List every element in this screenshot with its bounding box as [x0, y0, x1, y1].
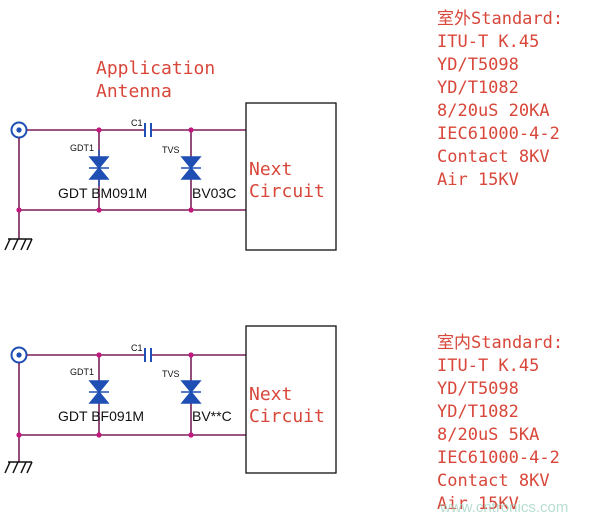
- standard-item: YD/T1082: [437, 402, 519, 422]
- standard-item: YD/T5098: [437, 379, 519, 399]
- standard-title: 室内Standard:: [437, 333, 563, 353]
- junction-nodes: [16, 352, 194, 438]
- standard-item: 8/20uS 5KA: [437, 425, 539, 445]
- antenna-connector-icon: [10, 346, 28, 364]
- gdt-reference: GDT1: [70, 367, 94, 377]
- standard-item: ITU-T K.45: [437, 356, 539, 376]
- gdt-reference: GDT1: [70, 143, 94, 153]
- standard-item: IEC61000-4-2: [437, 124, 560, 144]
- capacitor-icon: [144, 348, 152, 362]
- watermark: www.cntronics.com: [439, 499, 568, 516]
- junction-nodes: [16, 127, 194, 213]
- tvs-diode-icon: [180, 156, 202, 180]
- gdt-part-number: GDT BF091M: [58, 408, 144, 424]
- ground-icon: [4, 461, 33, 474]
- next-circuit-box: [245, 325, 337, 474]
- antenna-connector-icon: [10, 121, 28, 139]
- next-circuit-label-line-1: Next: [249, 159, 292, 180]
- application-label-line-1: Application: [96, 58, 215, 79]
- gas-discharge-tube-icon: [88, 150, 110, 186]
- tvs-reference: TVS: [162, 369, 180, 379]
- indoor-protection-circuit: C1 GDT1 GDT BF091M TVS BV**C Next Circui…: [4, 325, 337, 474]
- gas-discharge-tube-icon: [88, 380, 110, 404]
- standard-item: Air 15KV: [437, 494, 519, 514]
- outdoor-protection-circuit: C1 GDT1 GDT BM091M TVS BV03C: [4, 102, 337, 251]
- outdoor-standards: 室外Standard: ITU-T K.45 YD/T5098 YD/T1082…: [437, 9, 563, 190]
- tvs-part-number: BV03C: [192, 185, 236, 201]
- next-circuit-label-line-2: Circuit: [249, 181, 325, 202]
- standard-item: YD/T1082: [437, 78, 519, 98]
- standard-title: 室外Standard:: [437, 9, 563, 29]
- standard-item: Contact 8KV: [437, 147, 550, 167]
- application-label-line-2: Antenna: [96, 81, 172, 102]
- indoor-standards: 室内Standard: ITU-T K.45 YD/T5098 YD/T1082…: [437, 333, 563, 514]
- ground-icon: [4, 238, 33, 251]
- next-circuit-label-line-2: Circuit: [249, 406, 325, 427]
- standard-item: Air 15KV: [437, 170, 519, 190]
- standard-item: 8/20uS 20KA: [437, 101, 550, 121]
- gdt-part-number: GDT BM091M: [58, 185, 147, 201]
- standard-item: YD/T5098: [437, 55, 519, 75]
- capacitor-icon: [144, 123, 152, 137]
- tvs-diode-icon: [180, 380, 202, 404]
- tvs-part-number: BV**C: [192, 408, 232, 424]
- capacitor-label: C1: [131, 118, 143, 128]
- capacitor-label: C1: [131, 343, 143, 353]
- standard-item: Contact 8KV: [437, 471, 550, 491]
- standard-item: IEC61000-4-2: [437, 448, 560, 468]
- wires: [18, 129, 246, 239]
- next-circuit-box: [245, 102, 337, 251]
- next-circuit-label-line-1: Next: [249, 384, 292, 405]
- standard-item: ITU-T K.45: [437, 32, 539, 52]
- tvs-reference: TVS: [162, 145, 180, 155]
